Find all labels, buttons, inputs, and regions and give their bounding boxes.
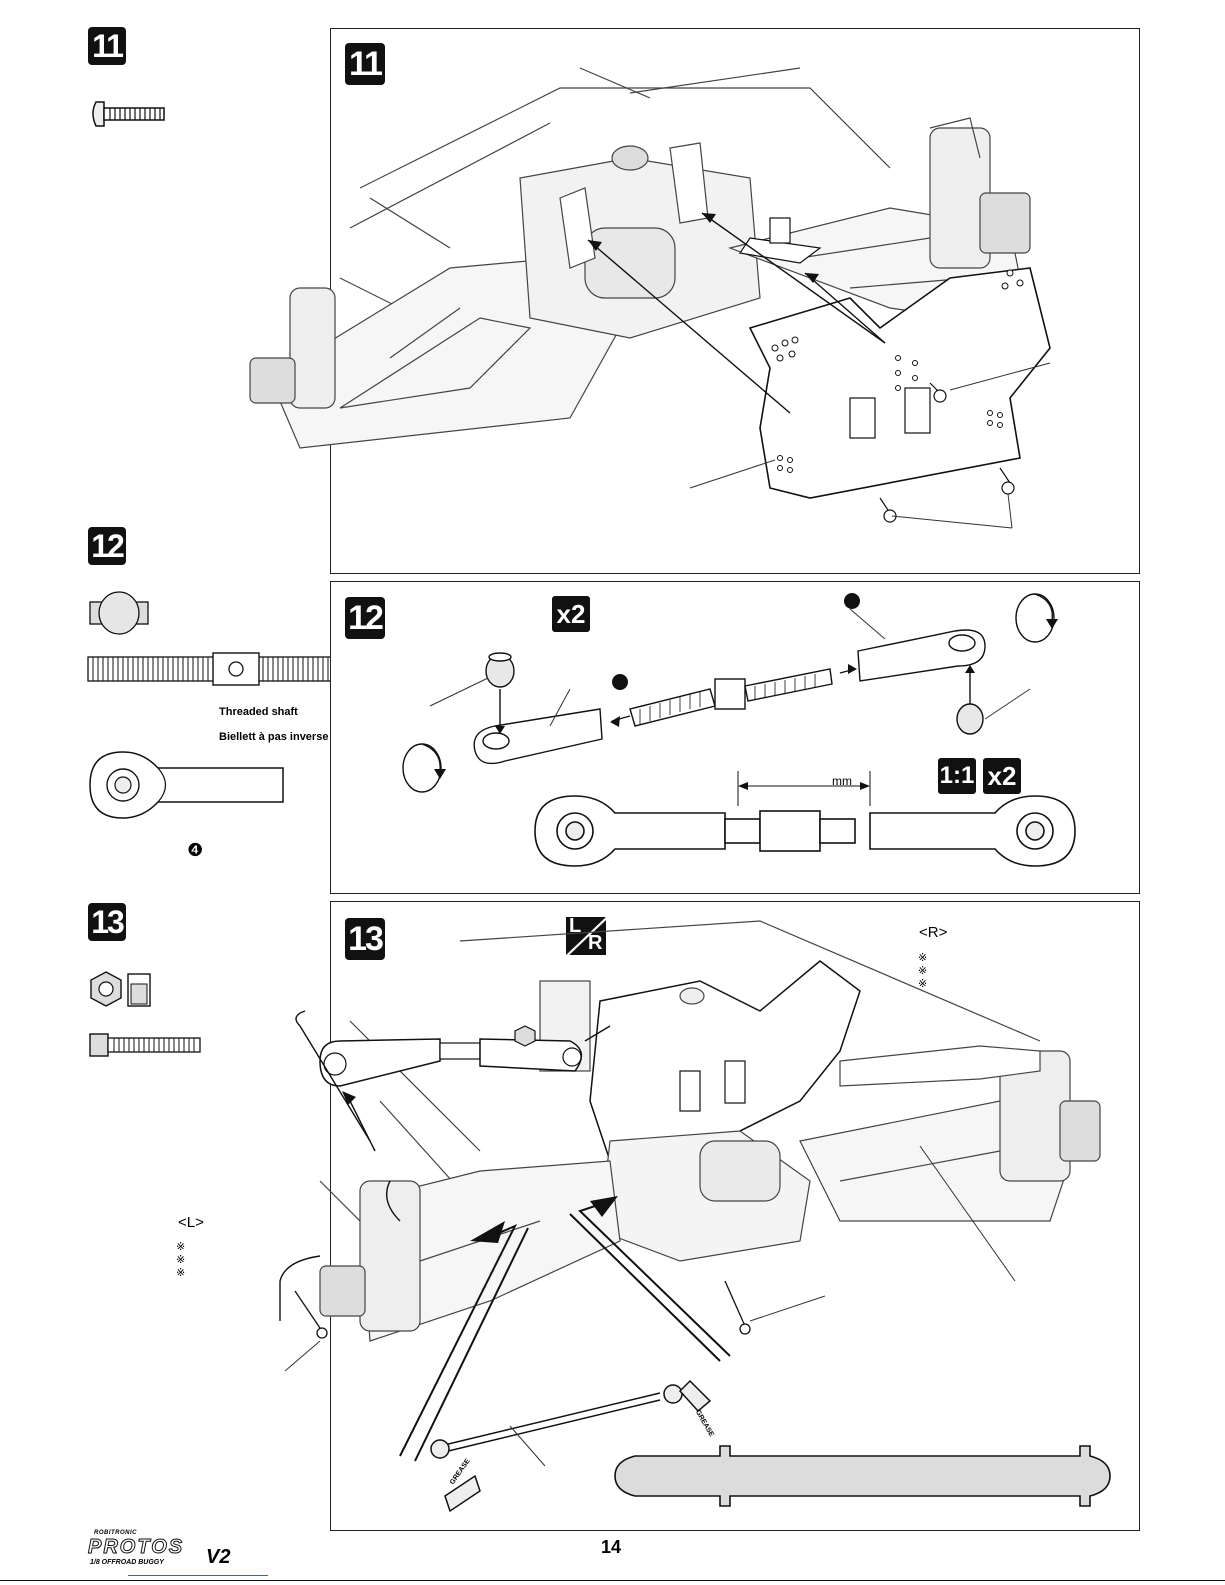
- left-note-mark-2: ※: [176, 1253, 185, 1266]
- page-number: 14: [601, 1537, 621, 1558]
- step-13-badge: 13: [88, 903, 126, 941]
- circled-number-4: ❹: [187, 840, 203, 861]
- threaded-shaft-label-fr: Biellett à pas inverse: [219, 731, 328, 743]
- page-bottom-rule: [0, 1580, 1225, 1581]
- cap-head-screw-icon: [88, 1032, 203, 1058]
- link-underline: [128, 1575, 268, 1576]
- step-11-badge: 11: [88, 27, 126, 65]
- left-note-mark-3: ※: [176, 1266, 185, 1279]
- logo-version: V2: [206, 1546, 230, 1569]
- ball-stud-icon: [88, 590, 150, 636]
- rod-end-icon: [88, 750, 293, 820]
- threaded-shaft-label-en: Threaded shaft: [219, 706, 298, 718]
- logo-sub: 1/8 OFFROAD BUGGY: [90, 1559, 164, 1566]
- protos-logo: ROBITRONIC PROTOS 1/8 OFFROAD BUGGY V2: [88, 1530, 248, 1572]
- nut-icons: [88, 970, 158, 1010]
- logo-name: PROTOS: [88, 1536, 184, 1559]
- button-head-screw-icon: [90, 98, 170, 130]
- left-side-label: <L>: [178, 1214, 204, 1231]
- turnbuckle-assembly-illustration: [330, 581, 1140, 894]
- step-12-badge: 12: [88, 527, 126, 565]
- rear-suspension-assembly-illustration: [330, 28, 1140, 574]
- left-note-mark-1: ※: [176, 1240, 185, 1253]
